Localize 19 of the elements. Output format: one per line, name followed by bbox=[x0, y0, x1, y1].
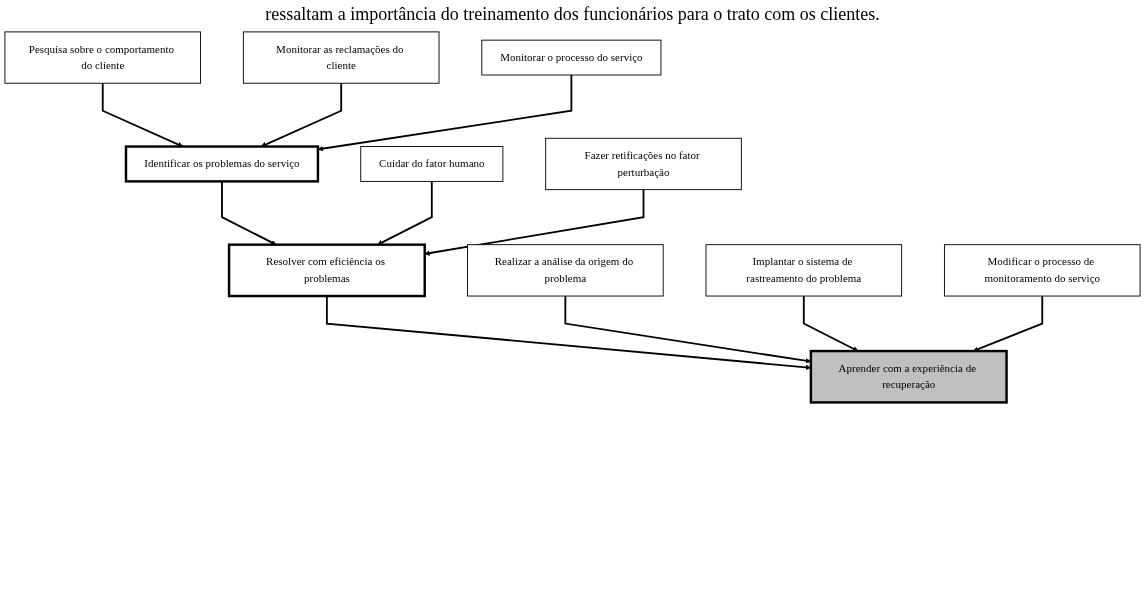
node-box: Realizar a análise da origem do problema bbox=[467, 244, 664, 297]
node-box: Pesquisa sobre o comportamento do cliente bbox=[4, 31, 201, 84]
body-text: ressaltam a importância do treinamento dos funcionários para o trato com os clientes. bbox=[265, 4, 880, 25]
arrow bbox=[317, 74, 573, 152]
node-box: Cuidar do fator humano bbox=[360, 146, 504, 182]
node-box: Modificar o processo de monitoramento do serviço bbox=[944, 244, 1141, 297]
arrow bbox=[377, 180, 433, 245]
arrow bbox=[972, 295, 1044, 352]
node-box: Monitorar as reclamações do cliente bbox=[242, 31, 440, 84]
node-box: Aprender com a experiência de recuperação bbox=[809, 349, 1008, 404]
node-box: Identificar os problemas do serviço bbox=[124, 145, 320, 183]
arrow bbox=[101, 82, 184, 147]
node-box: Resolver com eficiência os problemas bbox=[227, 243, 426, 298]
arrow bbox=[260, 82, 343, 147]
node-box: Implantar o sistema de rastreamento do problema bbox=[705, 244, 903, 297]
arrow bbox=[424, 188, 645, 256]
node-box: Monitorar o processo do serviço bbox=[481, 39, 662, 76]
node-box: Fazer retificações no fator perturbação bbox=[545, 137, 742, 191]
arrow bbox=[802, 295, 859, 352]
